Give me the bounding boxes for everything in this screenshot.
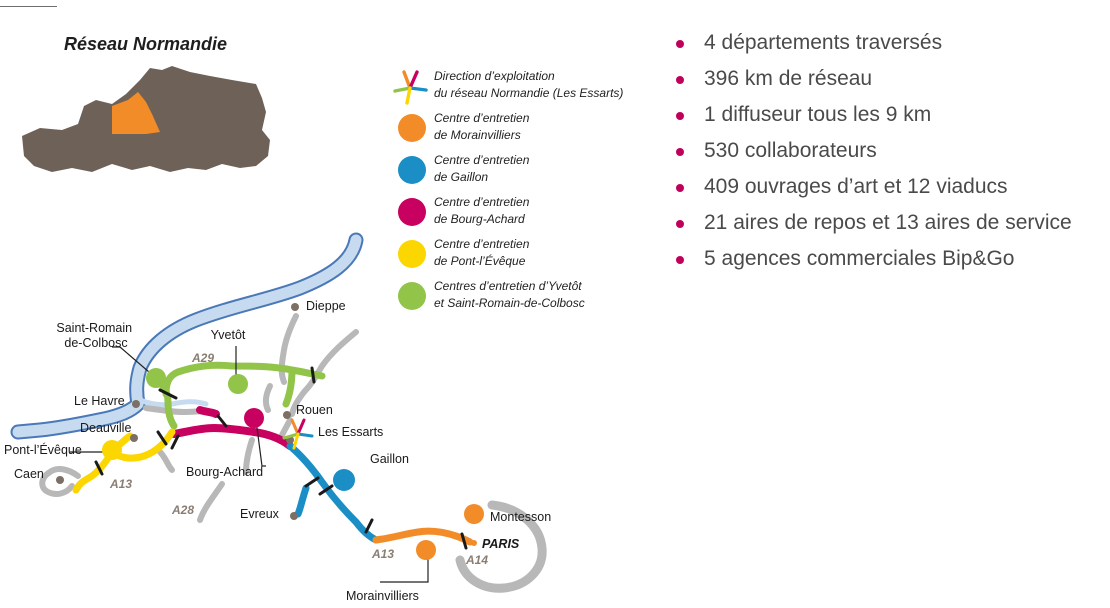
fact-text: 530 collaborateurs	[704, 139, 877, 162]
label-saint-romain: Saint-Romain de-Colbosc	[56, 321, 135, 350]
fact-item: 5 agences commerciales Bip&Go	[676, 244, 1072, 280]
map-title: Réseau Normandie	[64, 34, 228, 54]
legend-label-pont-leveque: Centre d’entretien de Pont-l’Évêque	[434, 237, 530, 268]
legend-dot-gaillon	[398, 156, 426, 184]
label-gaillon: Gaillon	[370, 452, 409, 466]
paris-ring-road	[455, 500, 547, 593]
place-labels: Saint-Romain de-Colbosc Yvetôt Dieppe Le…	[4, 299, 551, 603]
key-facts-list: 4 départements traversés 396 km de résea…	[676, 28, 1072, 280]
legend-dot-morainvilliers	[398, 114, 426, 142]
seine-river	[10, 232, 364, 440]
fact-item: 396 km de réseau	[676, 64, 1072, 100]
label-deauville: Deauville	[80, 421, 131, 435]
center-morainvilliers-dot	[416, 540, 436, 560]
center-saint-romain-dot	[146, 368, 166, 388]
network-map: Saint-Romain de-Colbosc Yvetôt Dieppe Le…	[4, 66, 551, 603]
road-label-a13-east: A13	[371, 547, 394, 561]
center-montesson-dot	[464, 504, 484, 524]
fact-item: 21 aires de repos et 13 aires de service	[676, 208, 1072, 244]
legend-label-yvetot: Centres d’entretien d’Yvetôt et Saint-Ro…	[434, 279, 585, 310]
label-evreux: Evreux	[240, 507, 280, 521]
fact-text: 409 ouvrages d’art et 12 viaducs	[704, 175, 1008, 198]
multicolor-logo-icon	[282, 418, 314, 450]
city-caen-dot	[56, 476, 64, 484]
road-labels: A29 A13 A28 A13 A14	[109, 351, 488, 567]
road-label-a29: A29	[191, 351, 214, 365]
label-yvetot: Yvetôt	[211, 328, 246, 342]
center-gaillon-dot	[333, 469, 355, 491]
label-les-essarts: Les Essarts	[318, 425, 383, 439]
legend-label-bourg-achard: Centre d’entretien de Bourg-Achard	[434, 195, 530, 226]
fact-text: 396 km de réseau	[704, 67, 873, 90]
legend-label-morainvilliers: Centre d’entretien de Morainvilliers	[434, 111, 530, 142]
fact-text: 21 aires de repos et 13 aires de service	[704, 211, 1072, 234]
bullet-dot-icon	[676, 220, 684, 228]
city-paris-dot	[471, 540, 477, 546]
city-rouen-dot	[283, 411, 291, 419]
legend-direction-logo-icon	[393, 70, 428, 105]
gaillon-blue-road	[286, 442, 380, 544]
bullet-dot-icon	[676, 184, 684, 192]
highlighted-network-area	[112, 92, 160, 134]
legend-label-direction: Direction d’exploitation du réseau Norma…	[434, 69, 624, 100]
bullet-dot-icon	[676, 112, 684, 120]
city-dieppe-dot	[291, 303, 299, 311]
label-pont-leveque: Pont-l’Évêque	[4, 442, 82, 457]
label-caen: Caen	[14, 467, 44, 481]
fact-item: 4 départements traversés	[676, 28, 1072, 64]
bullet-dot-icon	[676, 40, 684, 48]
road-label-a14: A14	[465, 553, 488, 567]
city-le-havre-dot	[132, 400, 140, 408]
region-inset-map	[22, 66, 270, 172]
label-bourg-achard: Bourg-Achard	[186, 465, 263, 479]
label-morainvilliers: Morainvilliers	[346, 589, 419, 603]
legend-dot-pont-leveque	[398, 240, 426, 268]
maintenance-centers	[102, 368, 484, 560]
city-evreux-dot	[290, 512, 298, 520]
label-le-havre: Le Havre	[74, 394, 125, 408]
top-divider-line	[0, 6, 57, 7]
label-montesson: Montesson	[490, 510, 551, 524]
city-deauville-dot	[130, 434, 138, 442]
fact-text: 5 agences commerciales Bip&Go	[704, 247, 1015, 270]
bullet-dot-icon	[676, 148, 684, 156]
legend-dot-yvetot	[398, 282, 426, 310]
road-label-a28: A28	[171, 503, 194, 517]
fact-item: 409 ouvrages d’art et 12 viaducs	[676, 172, 1072, 208]
label-dieppe: Dieppe	[306, 299, 346, 313]
center-yvetot-dot	[228, 374, 248, 394]
center-bourg-achard-dot	[244, 408, 264, 428]
city-dots	[56, 303, 477, 546]
bullet-dot-icon	[676, 76, 684, 84]
bourg-achard-magenta-road	[170, 406, 294, 450]
road-label-a13-west: A13	[109, 477, 132, 491]
label-rouen: Rouen	[296, 403, 333, 417]
label-paris: PARIS	[482, 537, 520, 551]
legend-dot-bourg-achard	[398, 198, 426, 226]
morainvilliers-orange-road	[372, 527, 474, 546]
fact-text: 1 diffuseur tous les 9 km	[704, 103, 932, 126]
fact-text: 4 départements traversés	[704, 31, 943, 54]
fact-item: 530 collaborateurs	[676, 136, 1072, 172]
legend-label-gaillon: Centre d’entretien de Gaillon	[434, 153, 530, 184]
fact-item: 1 diffuseur tous les 9 km	[676, 100, 1072, 136]
center-pont-leveque-dot	[102, 440, 122, 460]
toll-barriers	[94, 366, 468, 550]
bullet-dot-icon	[676, 256, 684, 264]
